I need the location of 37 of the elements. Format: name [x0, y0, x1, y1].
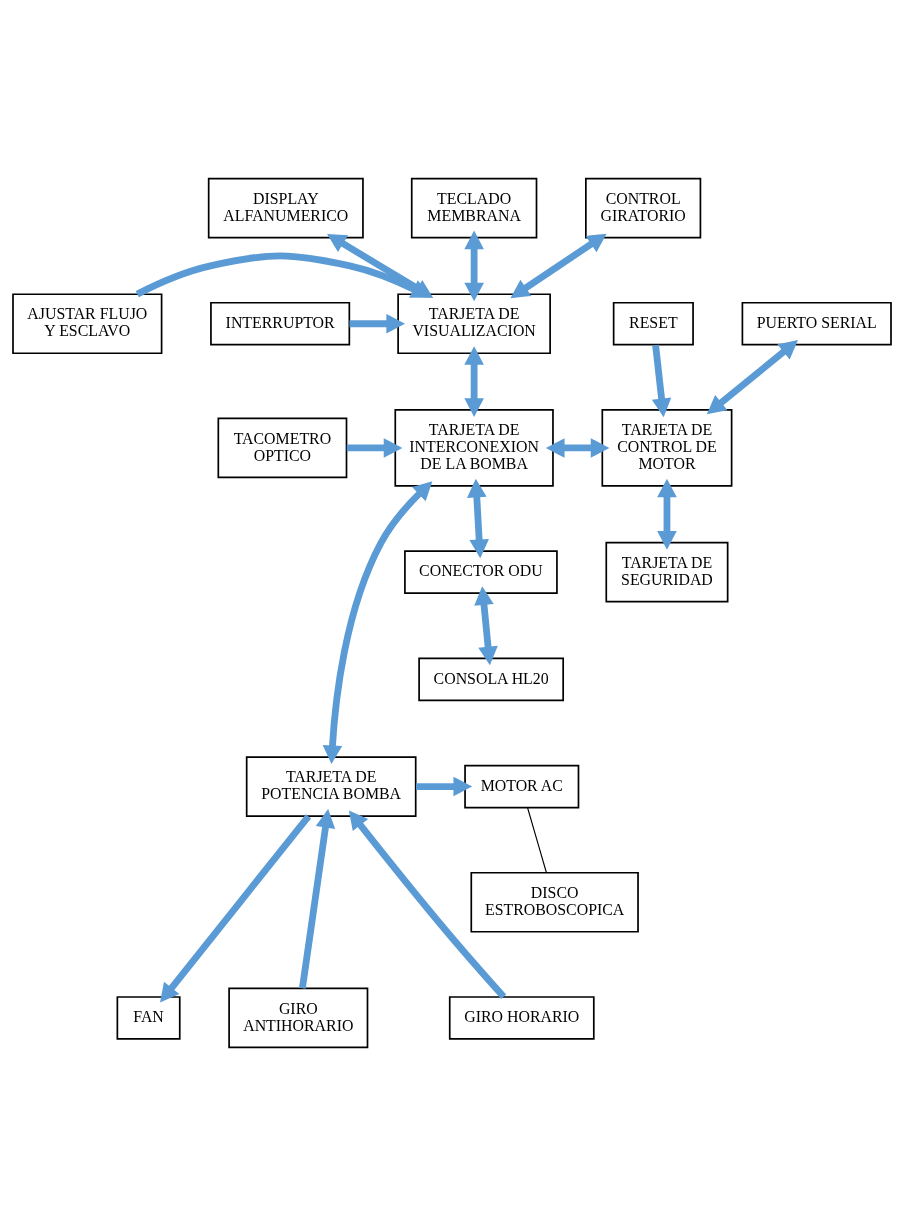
arrow [510, 233, 607, 298]
node-box: TARJETA DE VISUALIZACION [397, 292, 551, 354]
node-box: TECLADO MEMBRANA [410, 177, 538, 238]
arrow [706, 339, 798, 414]
arrow [349, 313, 405, 334]
node-box: MOTOR AC [464, 764, 580, 808]
arrow [464, 345, 484, 417]
node-box: TARJETA DE POTENCIA BOMBA [245, 755, 417, 817]
connector [527, 806, 547, 873]
node-box: FAN [116, 995, 181, 1040]
node-box: TARJETA DE INTERCONEXION DE LA BOMBA [394, 408, 554, 487]
node-box: TARJETA DE SEGURIDAD [605, 541, 729, 602]
arrow [464, 229, 484, 301]
node-box: DISPLAY ALFANUMERICO [207, 177, 364, 238]
node-box: AJUSTAR FLUJO Y ESCLAVO [12, 292, 163, 354]
arrow [474, 585, 498, 665]
node-box: INTERRUPTOR [210, 301, 351, 346]
node-box: GIRO HORARIO [448, 995, 595, 1040]
arrow [651, 344, 672, 417]
node-box: TARJETA DE CONTROL DE MOTOR [601, 408, 733, 487]
arrow [545, 437, 610, 458]
node-box: CONTROL GIRATORIO [585, 177, 702, 238]
node-box: CONSOLA HL20 [418, 657, 564, 701]
node-box: DISCO ESTROBOSCOPICA [470, 871, 639, 933]
arrow [135, 251, 431, 298]
node-box: PUERTO SERIAL [741, 301, 892, 346]
arrow [160, 813, 312, 1002]
arrow [299, 808, 336, 989]
arrow [348, 809, 507, 999]
node-box: RESET [612, 301, 694, 346]
arrow [467, 478, 489, 558]
arrow [346, 437, 403, 458]
node-box: TACOMETRO OPTICO [217, 417, 348, 478]
node-box: GIRO ANTIHORARIO [228, 987, 369, 1048]
arrow [657, 478, 677, 550]
arrow [322, 480, 433, 764]
node-box: CONECTOR ODU [404, 549, 558, 594]
